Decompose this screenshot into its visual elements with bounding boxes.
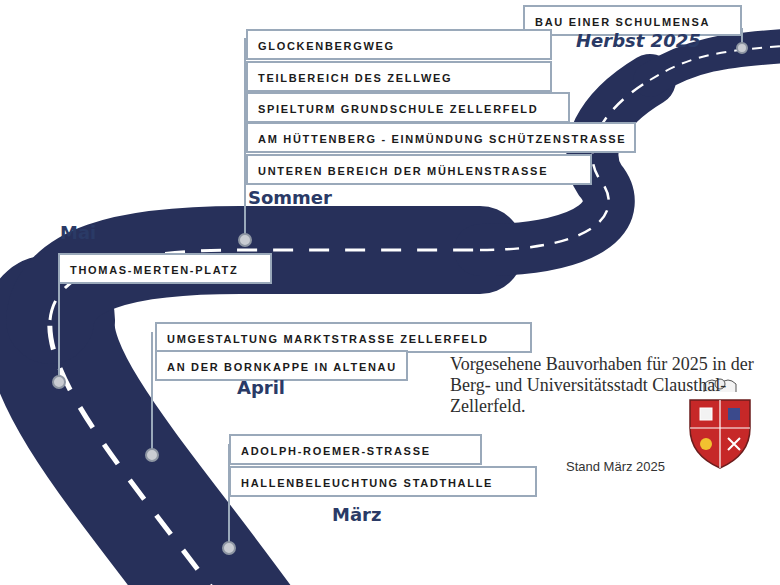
project-box: AM HÜTTENBERG - EINMÜNDUNG SCHÜTZENSTRAS… <box>246 122 636 153</box>
project-name: UMGESTALTUNG MARKTSTRASSE ZELLERFELD <box>167 332 489 347</box>
project-name: SPIELTURM GRUNDSCHULE ZELLERFELD <box>258 102 538 117</box>
project-name: BAU EINER SCHULMENSA <box>535 15 710 30</box>
milestone-dot <box>737 43 747 53</box>
project-name: ADOLPH-ROEMER-STRASSE <box>241 444 431 459</box>
diagram-title: Vorgesehene Bauvorhaben für 2025 in der … <box>450 354 780 417</box>
project-name: TEILBEREICH DES ZELLWEG <box>258 71 452 86</box>
status-note: Stand März 2025 <box>566 459 665 474</box>
project-box: AN DER BORNKAPPE IN ALTENAU <box>155 350 408 381</box>
project-box: HALLENBELEUCHTUNG STADTHALLE <box>229 466 537 497</box>
road-segment <box>50 250 480 320</box>
milestone-dot <box>146 449 158 461</box>
project-name: AN DER BORNKAPPE IN ALTENAU <box>167 360 397 375</box>
project-name: UNTEREN BEREICH DER MÜHLENSTRASSE <box>258 164 548 179</box>
project-box: GLOCKENBERGWEG <box>246 29 552 60</box>
milestone-dot <box>53 376 65 388</box>
project-box: ADOLPH-ROEMER-STRASSE <box>229 434 482 465</box>
road-dashes <box>50 250 480 320</box>
milestone-dot <box>239 234 251 246</box>
month-label: Mai <box>60 222 96 243</box>
project-box: THOMAS-MERTEN-PLATZ <box>58 253 272 284</box>
project-name: AM HÜTTENBERG - EINMÜNDUNG SCHÜTZENSTRAS… <box>258 132 626 147</box>
project-name: HALLENBELEUCHTUNG STADTHALLE <box>241 476 493 491</box>
month-label: April <box>237 377 285 398</box>
project-name: GLOCKENBERGWEG <box>258 39 395 54</box>
leader-line <box>151 332 153 449</box>
project-box: UNTEREN BEREICH DER MÜHLENSTRASSE <box>246 154 592 185</box>
season-label: Herbst 2025 <box>576 30 701 51</box>
leader-line <box>58 276 60 376</box>
season-label: Sommer <box>248 187 332 208</box>
project-box: TEILBEREICH DES ZELLWEG <box>246 61 552 92</box>
project-box: SPIELTURM GRUNDSCHULE ZELLERFELD <box>246 92 570 123</box>
project-box: UMGESTALTUNG MARKTSTRASSE ZELLERFELD <box>155 322 532 353</box>
project-name: THOMAS-MERTEN-PLATZ <box>70 263 238 278</box>
milestone-dot <box>223 542 235 554</box>
month-label: März <box>332 504 381 525</box>
